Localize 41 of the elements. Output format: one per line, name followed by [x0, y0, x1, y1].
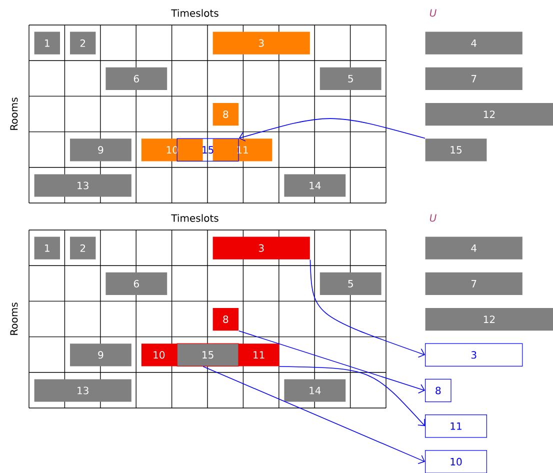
event-block: 1 — [34, 236, 60, 260]
event-block: 4 — [425, 236, 522, 260]
event-block: 8 — [212, 103, 238, 126]
title: Timeslots — [171, 214, 218, 222]
event-block: 2 — [70, 32, 96, 54]
event-block: 13 — [34, 174, 132, 197]
arrow — [310, 259, 425, 358]
event-block: 12 — [425, 103, 553, 126]
arrow — [279, 366, 425, 426]
event-block: 6 — [106, 272, 168, 295]
set-label: U — [430, 214, 436, 222]
arrow — [238, 118, 426, 142]
title: Timeslots — [171, 9, 218, 17]
event-block: 3 — [212, 32, 310, 54]
event-block: 1 — [34, 32, 60, 54]
highlight-box: 10 — [425, 450, 487, 473]
event-block: 9 — [70, 344, 132, 366]
event-block: 3 — [212, 236, 310, 260]
event-block: 7 — [425, 67, 522, 90]
arrow — [238, 330, 425, 394]
event-block: 15 — [425, 138, 487, 162]
axis-label: Rooms — [10, 302, 18, 335]
event-block: 8 — [212, 308, 238, 331]
event-block: 7 — [425, 272, 522, 295]
event-block: 12 — [425, 308, 553, 331]
event-block: 13 — [34, 379, 132, 402]
highlight-box: 3 — [425, 343, 523, 366]
set-label: U — [430, 9, 436, 17]
arrow — [202, 366, 425, 464]
event-block: 9 — [70, 138, 132, 162]
event-block: 14 — [284, 174, 346, 197]
event-block: 6 — [106, 67, 168, 90]
event-block: 2 — [70, 236, 96, 260]
event-block: 5 — [320, 67, 382, 90]
highlight-box: 11 — [425, 414, 487, 438]
highlight-box: 8 — [425, 378, 452, 402]
event-block: 15 — [176, 343, 239, 366]
event-block: 14 — [284, 379, 346, 402]
axis-label: Rooms — [10, 98, 18, 130]
event-block: 4 — [425, 32, 522, 54]
event-block: 5 — [320, 272, 382, 295]
